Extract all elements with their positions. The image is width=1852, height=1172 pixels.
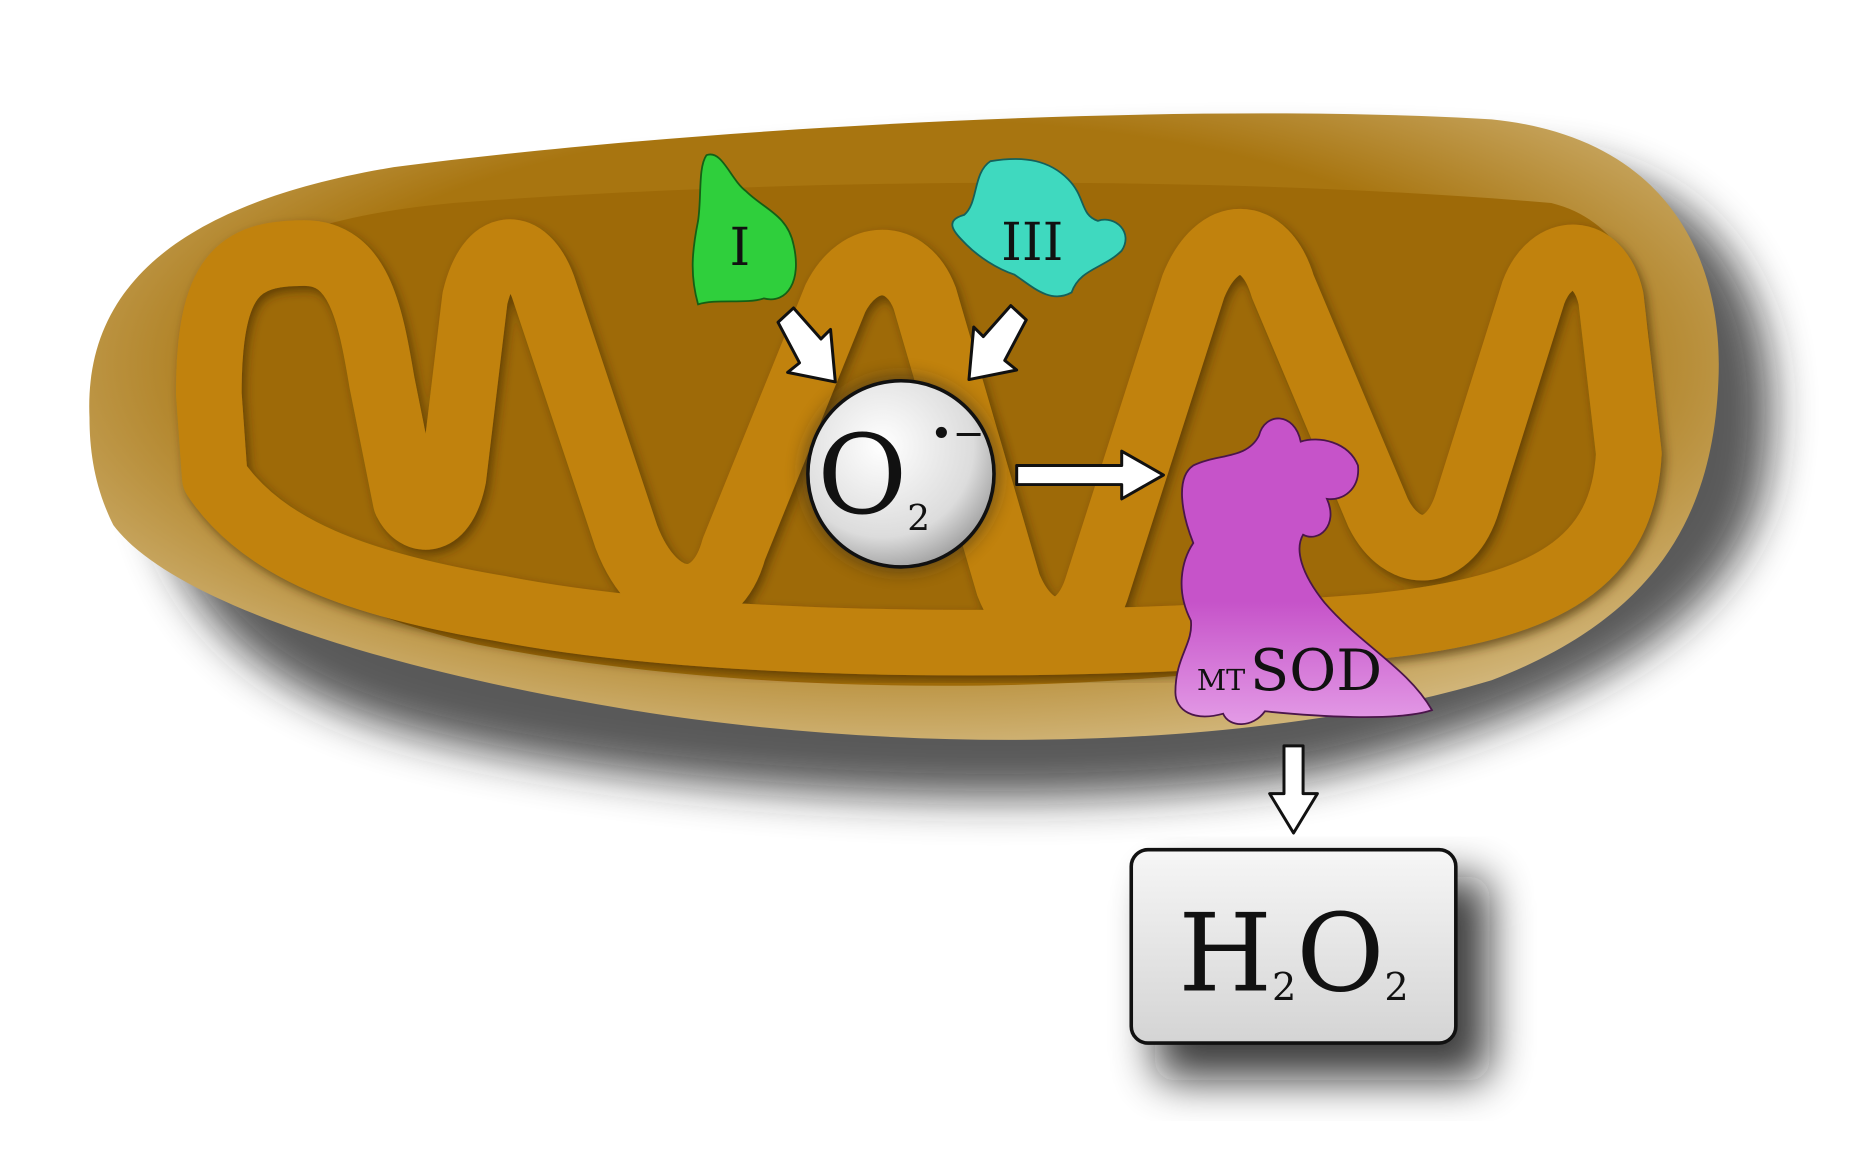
product-sub-1: 2 [1272, 966, 1296, 1010]
superoxide-node: O2 •− [805, 378, 997, 570]
mtsod-name: MTSOD [1197, 637, 1382, 704]
mtsod-label: SOD [1250, 637, 1382, 704]
product-h: H [1178, 892, 1272, 1017]
mtsod-prefix: MT [1197, 663, 1245, 697]
complex-i-label: I [729, 217, 750, 278]
superoxide-superscript: •− [930, 412, 985, 456]
arrow-icon [776, 304, 1319, 835]
complex-iii-label: III [1001, 212, 1063, 273]
superoxide-base: O [817, 411, 907, 539]
product-o: O [1296, 892, 1384, 1017]
product-sub-2: 2 [1384, 966, 1408, 1010]
complex-i: I [691, 153, 797, 306]
complex-iii: III [951, 158, 1127, 298]
cristae [176, 209, 1662, 676]
h2o2-product-box: H2O2 [1129, 847, 1458, 1045]
superoxide-formula: O2 •− [817, 411, 984, 539]
product-formula: H2O2 [1178, 892, 1408, 1017]
superoxide-subscript: 2 [907, 498, 930, 539]
mtsod-enzyme: MTSOD [1174, 417, 1434, 726]
